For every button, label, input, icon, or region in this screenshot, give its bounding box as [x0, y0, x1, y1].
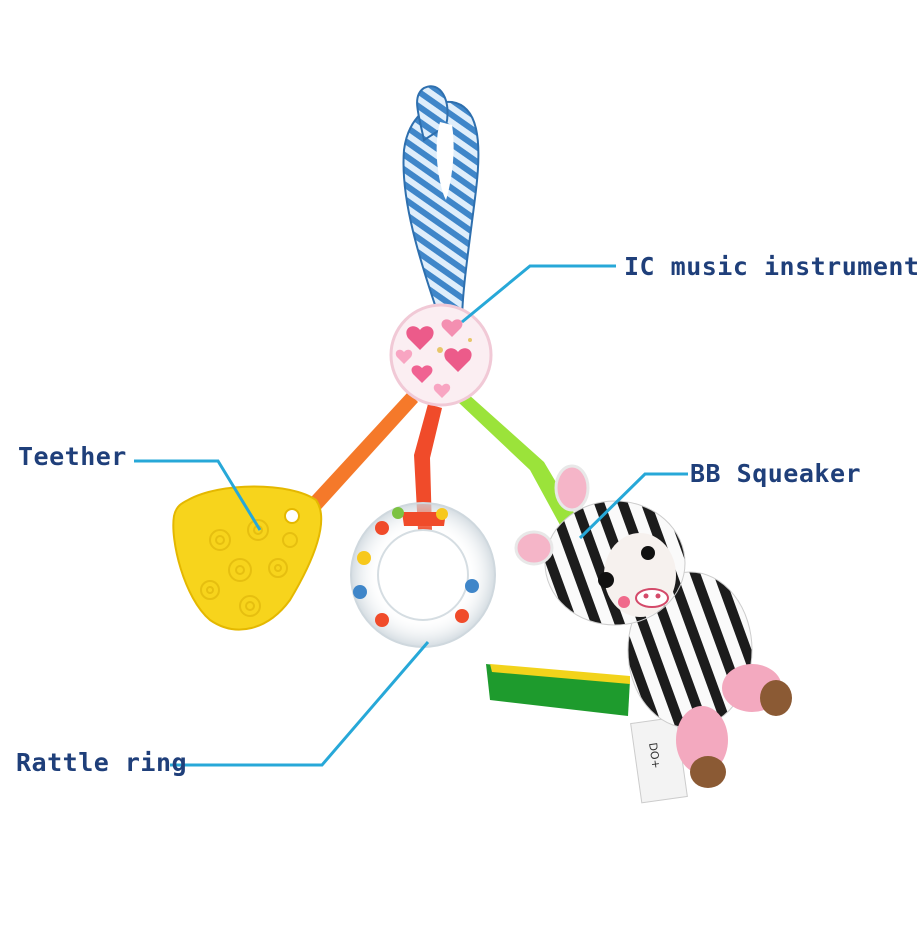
- clear-rattle-ring: [350, 502, 496, 648]
- leader-line-bb: [578, 472, 688, 540]
- yellow-teether: [172, 485, 323, 631]
- leader-line-rattle: [170, 641, 430, 767]
- leader-lines: [134, 264, 688, 767]
- label-bb-squeaker: BB Squeaker: [690, 459, 862, 488]
- zebra-plush: DO+: [486, 464, 792, 804]
- label-ic-music-instrument: IC music instrument: [624, 252, 920, 281]
- blue-striped-strap: [402, 85, 480, 324]
- leader-line-teether: [134, 459, 262, 531]
- tag-text: DO+: [646, 742, 663, 770]
- label-teether: Teether: [18, 442, 127, 471]
- ribbons: [290, 392, 576, 530]
- label-rattle-ring: Rattle ring: [16, 748, 188, 777]
- heart-ball: [389, 303, 493, 407]
- leader-line-ic: [461, 264, 616, 324]
